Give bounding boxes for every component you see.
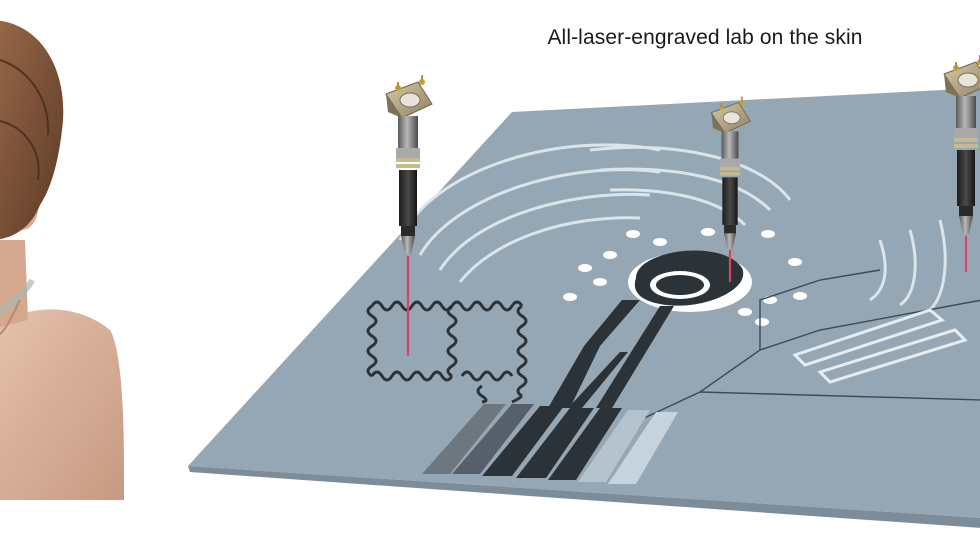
- laser-head-center: [710, 96, 751, 282]
- serpentine-temperature-trace: [366, 300, 528, 404]
- laser-head-left: [385, 74, 433, 356]
- laser-head-right: [943, 54, 980, 272]
- electrode-leads: [548, 300, 674, 408]
- interconnect-outline: [639, 269, 980, 421]
- skin-patch-substrate: [188, 88, 980, 528]
- contact-pads: [422, 404, 678, 484]
- parallel-channel-slits: [792, 308, 968, 384]
- sensor-electrode: [628, 250, 752, 312]
- microfluidic-hole-array: [563, 228, 807, 326]
- figure-title: All-laser-engraved lab on the skin: [547, 26, 863, 49]
- person-back-view-icon: [0, 20, 124, 500]
